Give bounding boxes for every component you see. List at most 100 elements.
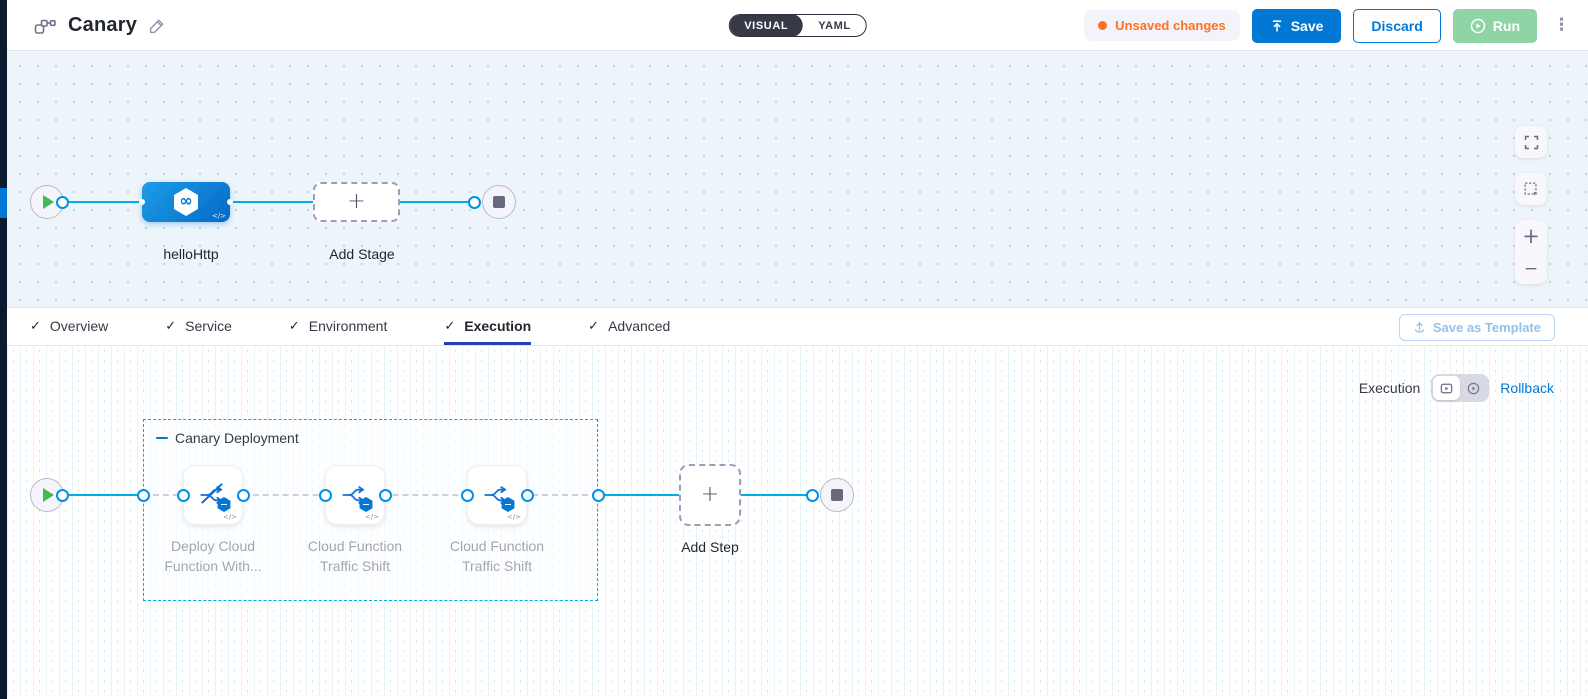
step-deploy-cloud-function[interactable]: </> [183,465,243,525]
collapse-group-icon[interactable] [156,436,168,440]
rollback-play-icon [1468,382,1480,394]
tab-execution[interactable]: ✓ Execution [444,308,532,345]
add-stage-button[interactable]: + [313,182,400,222]
plus-icon: + [700,482,720,507]
visual-yaml-toggle: VISUAL YAML [728,14,867,37]
step-code-icon: </> [364,513,379,521]
stage-node-hellohttp[interactable]: ∞ </> [139,182,233,222]
step-code-icon: </> [506,513,521,521]
connector-port[interactable] [177,489,190,502]
stage-canvas[interactable]: ∞ </> helloHttp + Add Stage + [7,51,1588,308]
cloud-function-badge-icon [501,497,515,512]
start-play-icon [43,195,54,209]
tab-execution-label: Execution [464,318,532,334]
save-as-template-button[interactable]: Save as Template [1398,314,1555,341]
add-step-button[interactable]: + [679,464,741,526]
run-button-label: Run [1492,17,1520,34]
stage-right-port[interactable] [227,199,233,205]
connector-port[interactable] [56,196,69,209]
tab-overview[interactable]: ✓ Overview [30,308,108,345]
tab-overview-label: Overview [49,318,109,334]
connector-line [62,494,143,496]
edit-title-icon[interactable] [148,17,166,35]
tab-advanced-label: Advanced [608,318,671,334]
tab-service-label: Service [185,318,232,334]
stage-label: helloHttp [163,246,219,262]
cloud-function-badge-icon [359,497,373,512]
check-icon: ✓ [288,318,300,334]
group-header[interactable]: Canary Deployment [156,430,299,446]
connector-line [230,201,313,203]
marquee-select-icon [1524,182,1538,196]
connector-port[interactable] [592,489,605,502]
fullscreen-icon [1524,135,1538,149]
connector-port[interactable] [521,489,534,502]
stop-square-icon [493,196,505,208]
template-upload-icon [1414,322,1425,333]
execution-mode-label: Execution [1358,380,1421,396]
cloud-function-badge-icon [217,497,231,512]
connector-port[interactable] [137,489,150,502]
add-stage-label: Add Stage [329,246,395,262]
rollback-mode-segment[interactable] [1460,376,1487,400]
page-title: Canary [68,14,138,36]
pipeline-studio: Canary VISUAL YAML Unsaved changes [7,0,1588,699]
tab-service[interactable]: ✓ Service [165,308,232,345]
tab-environment[interactable]: ✓ Environment [289,308,388,345]
execution-rollback-toggle [1431,374,1490,402]
pipeline-icon [33,14,57,38]
save-upload-icon [1272,19,1282,32]
header-title-group: Canary [33,0,166,51]
connector-port[interactable] [468,196,481,209]
discard-button[interactable]: Discard [1353,8,1441,43]
check-icon: ✓ [444,318,456,334]
execution-end-node[interactable] [820,478,854,512]
zoom-controls: + − [1515,220,1547,284]
header-actions: Unsaved changes Save Discard Run [1084,0,1574,51]
connector-port[interactable] [806,489,819,502]
connector-line [603,494,679,496]
step-traffic-shift-2[interactable]: </> [467,465,527,525]
zoom-in-button[interactable]: + [1522,224,1540,248]
save-button[interactable]: Save [1251,8,1342,43]
run-play-icon [1470,18,1486,33]
toggle-visual[interactable]: VISUAL [729,15,804,36]
header: Canary VISUAL YAML Unsaved changes [7,0,1588,51]
run-button[interactable]: Run [1452,8,1537,43]
check-icon: ✓ [165,318,177,334]
connector-line [400,201,469,203]
pipeline-end-node[interactable] [482,185,516,219]
check-icon: ✓ [588,318,600,334]
tab-advanced[interactable]: ✓ Advanced [588,308,670,345]
stage-left-port[interactable] [139,199,145,205]
rollback-link[interactable]: Rollback [1500,380,1554,396]
more-options-icon[interactable]: ⋮ [1553,15,1570,35]
group-title: Canary Deployment [175,430,299,446]
execution-mode-segment[interactable] [1433,376,1461,400]
execution-mode-row: Execution Rollback [1359,373,1554,403]
connector-port[interactable] [56,489,69,502]
connector-port[interactable] [461,489,474,502]
connector-port[interactable] [379,489,392,502]
fullscreen-button[interactable] [1515,126,1547,158]
step-traffic-shift-1[interactable]: </> [325,465,385,525]
left-nav-rail [0,0,7,699]
marquee-select-button[interactable] [1515,173,1547,205]
plus-icon: + [347,189,366,214]
connector-port[interactable] [237,489,250,502]
add-step-label: Add Step [681,539,739,555]
connector-line [62,201,144,203]
stage-tabbar: ✓ Overview ✓ Service ✓ Environment ✓ Exe… [7,308,1588,346]
execution-canvas[interactable]: Execution Rollback [7,346,1588,698]
stage-code-icon: </> [211,212,226,220]
save-as-template-label: Save as Template [1432,320,1541,335]
unsaved-dot-icon [1098,21,1108,30]
check-icon: ✓ [30,318,41,334]
connector-port[interactable] [319,489,332,502]
discard-button-label: Discard [1371,17,1423,34]
toggle-yaml[interactable]: YAML [818,19,851,32]
serverless-hexagon-icon: ∞ [174,188,198,216]
zoom-out-button[interactable]: − [1523,259,1539,279]
rail-selection-indicator [0,188,7,218]
tab-environment-label: Environment [308,318,388,334]
